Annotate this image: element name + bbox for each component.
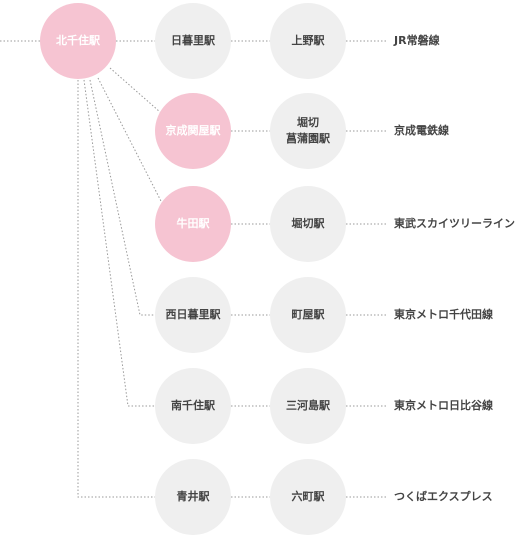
line-label-tobu-skytree: 東武スカイツリーライン	[394, 217, 515, 230]
line-label-metro-chiyoda: 東京メトロ千代田線	[394, 308, 493, 321]
station-minami-senju: 南千住駅	[155, 368, 231, 444]
connector-hub-row-3	[89, 79, 155, 316]
station-rokucho: 六町駅	[270, 459, 346, 535]
station-aoi: 青井駅	[155, 459, 231, 535]
connector-hub-row-1	[109, 67, 161, 113]
station-keisei-sekiya: 京成関屋駅	[155, 93, 231, 169]
station-ushida: 牛田駅	[155, 186, 231, 262]
line-label-keisei: 京成電鉄線	[394, 124, 449, 137]
station-horikiri-shobuen: 堀切 菖蒲園駅	[270, 93, 346, 169]
station-nishi-nippori: 西日暮里駅	[155, 277, 231, 353]
station-nippori: 日暮里駅	[155, 3, 231, 79]
station-horikiri: 堀切駅	[270, 186, 346, 262]
connector-hub-row-5	[77, 80, 155, 498]
hub-station-kitasenju: 北千住駅	[40, 3, 116, 79]
connector-hub-row-4	[83, 79, 155, 407]
station-ueno: 上野駅	[270, 3, 346, 79]
connector-hub-row-2	[97, 77, 164, 206]
line-label-metro-hibiya: 東京メトロ日比谷線	[394, 399, 493, 412]
station-machiya: 町屋駅	[270, 277, 346, 353]
line-label-tsukuba-express: つくばエクスプレス	[394, 490, 493, 503]
station-mikawashima: 三河島駅	[270, 368, 346, 444]
line-label-jr-joban: JR常磐線	[394, 34, 440, 47]
